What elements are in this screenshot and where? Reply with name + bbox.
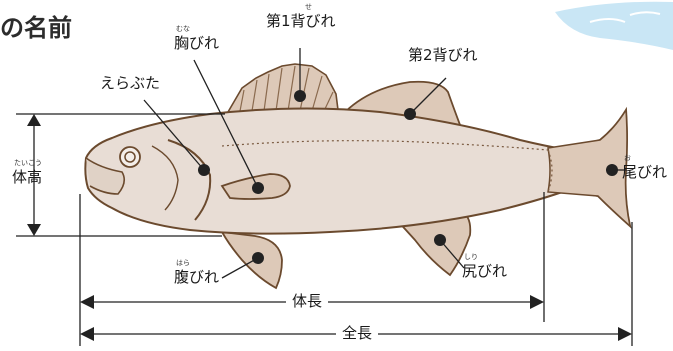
pelvic-fin <box>220 230 283 290</box>
dorsal1-ruby: せ <box>305 3 312 11</box>
label-body-length: 体長 <box>286 294 329 309</box>
pointer-dots <box>198 90 618 264</box>
caudal-ruby: お <box>624 154 631 162</box>
fish-eye <box>119 146 141 168</box>
anal-ruby: しり <box>464 253 478 261</box>
first-dorsal-fin <box>226 63 339 113</box>
lateral-line <box>221 140 549 151</box>
page-title: の名前 <box>0 14 72 42</box>
label-second-dorsal-fin: 第2背びれ <box>408 46 478 64</box>
sky-decoration <box>555 1 673 50</box>
label-total-length: 全長 <box>336 326 379 341</box>
label-gill-cover: えらぶた <box>100 74 161 92</box>
body-height-dimension <box>16 113 225 237</box>
caudal-fin <box>547 107 632 229</box>
pelvic-ruby: はら <box>176 259 190 267</box>
label-body-height: 体高 <box>12 168 43 186</box>
label-caudal-fin: 尾びれ <box>622 163 668 181</box>
label-first-dorsal-fin: 第1背びれ <box>266 12 336 30</box>
pectoral-ruby: むな <box>176 25 190 33</box>
label-pectoral-fin: 胸びれ <box>174 34 220 52</box>
body-height-ruby: たいこう <box>14 159 42 167</box>
label-anal-fin: 尻びれ <box>462 262 508 280</box>
pointer-lines <box>143 48 626 279</box>
label-pelvic-fin: 腹びれ <box>174 268 220 286</box>
fish-mouth <box>85 157 126 195</box>
